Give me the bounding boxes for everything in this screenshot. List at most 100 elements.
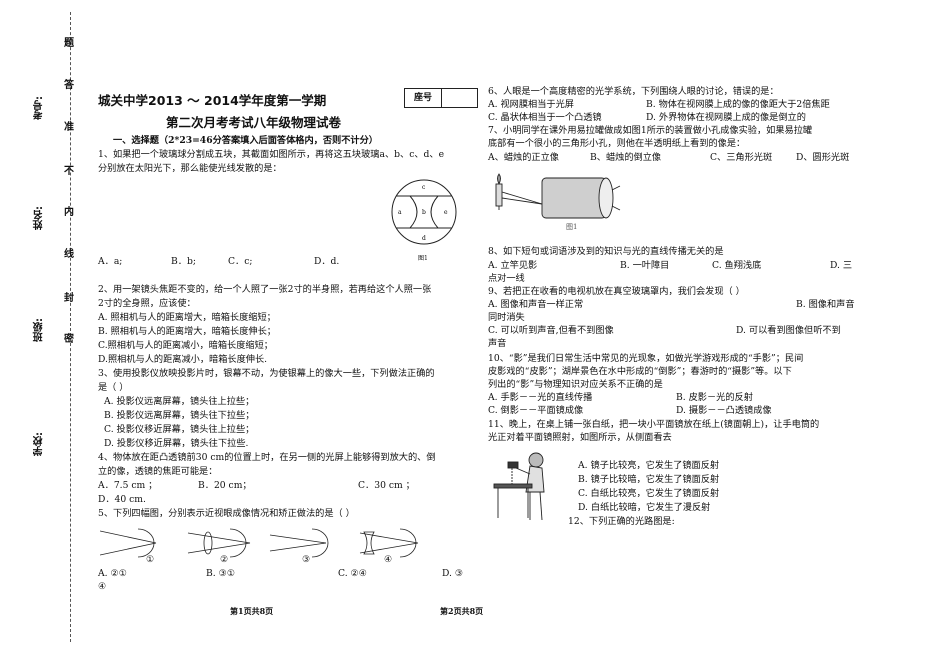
option: B. 物体在视网膜上成的像的像距大于2倍焦距 xyxy=(646,99,830,110)
question-text: 皮影戏的“皮影”；湖岸景色在水中形成的“倒影”；春游时的“摄影”等。以下 xyxy=(488,366,792,377)
option: B. 投影仪远离屏幕，镜头往下拉些； xyxy=(104,410,255,421)
option: B. 镜子比较暗，它发生了镜面反射 xyxy=(578,474,720,485)
option: C. 鱼翔浅底 xyxy=(712,260,762,271)
option: C. 投影仪移近屏幕，镜头往上拉些； xyxy=(104,424,255,435)
option: A. 镜子比较亮，它发生了镜面反射 xyxy=(578,460,720,471)
page-footer-left: 第1页共8页 xyxy=(230,606,274,616)
option: A. 照相机与人的距离增大，暗箱长度缩短； xyxy=(98,312,276,323)
question-text: 1、如果把一个玻璃球分割成五块，其截面如图所示，再将这五块玻璃a、b、c、d、e xyxy=(98,149,445,160)
seal-char: 题 xyxy=(64,38,74,49)
option: A．a; xyxy=(98,256,123,267)
seal-char: 内 xyxy=(64,207,74,218)
option: D. 摄影－－凸透镜成像 xyxy=(676,405,772,416)
seal-line xyxy=(70,12,71,642)
svg-text:e: e xyxy=(444,209,448,216)
figure-label: ① xyxy=(146,554,155,565)
option: B．b; xyxy=(171,256,196,267)
exam-number-field: 考号: xyxy=(34,96,45,120)
option: D. 外界物体在视网膜上成的像是倒立的 xyxy=(646,112,806,123)
svg-text:a: a xyxy=(398,209,402,216)
option: C、三角形光斑 xyxy=(710,152,773,163)
question-text: 2、用一架镜头焦距不变的，给一个人照了一张2寸的半身照，若再给这个人照一张 xyxy=(98,284,432,295)
option: C. 倒影－－平面镜成像 xyxy=(488,405,584,416)
seal-char: 答 xyxy=(64,80,74,91)
option: B. 皮影－光的反射 xyxy=(676,392,753,403)
option: C．30 cm ； xyxy=(358,480,415,491)
option: 声音 xyxy=(488,338,507,349)
question-text: 6、人眼是一个高度精密的光学系统，下列围绕人眼的讨论，错误的是： xyxy=(488,86,779,97)
option: A．7.5 cm ； xyxy=(98,480,158,491)
option: B．20 cm； xyxy=(198,480,252,491)
option: C. 晶状体相当于一个凸透镜 xyxy=(488,112,602,123)
option: D、圆形光斑 xyxy=(796,152,850,163)
option: C．c; xyxy=(228,256,253,267)
figure-label: ④ xyxy=(384,554,393,565)
option: C. 白纸比较亮，它发生了镜面反射 xyxy=(578,488,720,499)
option: D. 可以看到图像但听不到 xyxy=(736,325,841,336)
option: A. 投影仪远离屏幕，镜头往上拉些； xyxy=(104,396,255,407)
question-text: 分别放在太阳光下，那么能使光线发散的是： xyxy=(98,163,282,174)
question-text: 7、小明同学在课外用易拉罐做成如图1所示的装置做小孔成像实验，如果易拉罐 xyxy=(488,125,813,136)
option: B. 一叶障目 xyxy=(620,260,670,271)
option: C. ②④ xyxy=(338,568,368,579)
question-text: 2寸的全身照，应该使： xyxy=(98,298,196,309)
question-text: 5、下列四幅图，分别表示近视眼成像情况和矫正做法的是（ ） xyxy=(98,508,355,519)
question-text: 立的像，透镜的焦距可能是： xyxy=(98,466,218,477)
flashlight-mirror-figure xyxy=(493,452,545,521)
page-footer-right: 第2页共8页 xyxy=(440,606,484,616)
question-text: 底部有一个很小的三角形小孔，则他在半透明纸上看到的像是： xyxy=(488,138,746,149)
question-text: 10、“影”是我们日常生活中常见的光现象，如做光学游戏形成的“手影”；民间 xyxy=(488,353,804,364)
option: D．d. xyxy=(314,256,340,267)
option: D.照相机与人的距离减小，暗箱长度伸长. xyxy=(98,354,268,365)
question-text: 11、晚上，在桌上铺一张白纸，把一块小平面镜放在纸上(镜面朝上)，让手电筒的 xyxy=(488,419,820,430)
option: ④ xyxy=(98,581,107,592)
svg-text:b: b xyxy=(422,209,426,216)
pinhole-camera-figure xyxy=(495,173,621,219)
seal-char: 封 xyxy=(64,293,74,304)
seat-number-box: 座号 xyxy=(404,88,478,108)
section-heading: 一、选择题（2*23=46分答案填入后面答体格内，否则不计分） xyxy=(113,135,378,146)
figure-caption: 图1 xyxy=(566,223,578,231)
option: B. 图像和声音 xyxy=(796,299,855,310)
option: C.照相机与人的距离减小，暗箱长度缩短； xyxy=(98,340,273,351)
option: D. 三 xyxy=(830,260,853,271)
question-text: 列出的“影”与物理知识对应关系不正确的是 xyxy=(488,379,663,390)
glass-ball-figure: c a b e d xyxy=(391,179,457,245)
seal-char: 不 xyxy=(64,166,74,177)
option: D. 白纸比较暗，它发生了漫反射 xyxy=(578,502,711,513)
figure-label: ② xyxy=(220,554,229,565)
question-text: 3、使用投影仪放映投影片时，银幕不动，为使银幕上的像大一些，下列做法正确的 xyxy=(98,368,435,379)
eye-diagrams xyxy=(100,528,419,558)
question-text: 4、物体放在距凸透镜前30 cm的位置上时，在另一侧的光屏上能够得到放大的、倒 xyxy=(98,452,436,463)
option: D. 投影仪移近屏幕，镜头往下拉些. xyxy=(104,438,249,449)
option: A. ②① xyxy=(98,568,127,579)
option: 同时消失 xyxy=(488,312,525,323)
school-term-title: 城关中学2013 ～ 2014学年度第一学期 xyxy=(98,93,327,108)
option: B. 照相机与人的距离增大，暗箱长度伸长； xyxy=(98,326,276,337)
school-field: 学校: xyxy=(34,432,45,456)
seal-char: 准 xyxy=(64,122,74,133)
seal-char: 密 xyxy=(64,334,74,345)
option: A. 手影－－光的直线传播 xyxy=(488,392,593,403)
svg-text:d: d xyxy=(422,235,426,242)
question-text: 12、下列正确的光路图是: xyxy=(568,516,675,527)
figure-label: ③ xyxy=(302,554,311,565)
option: 点对一线 xyxy=(488,273,525,284)
question-text: 光正对着平面镜照射，如图所示，从侧面看去 xyxy=(488,432,672,443)
option: C. 可以听到声音,但看不到图像 xyxy=(488,325,614,336)
name-field: 姓名: xyxy=(34,206,45,230)
question-text: 8、如下短句或词语涉及到的知识与光的直线传播无关的是 xyxy=(488,246,724,257)
option: A. 图像和声音一样正常 xyxy=(488,299,584,310)
option: B、蜡烛的倒立像 xyxy=(590,152,662,163)
seat-label: 座号 xyxy=(405,89,442,107)
class-field: 班级: xyxy=(34,318,45,342)
figure-caption: 图1 xyxy=(418,255,428,262)
option: B. ③① xyxy=(206,568,236,579)
option: A. 视网膜相当于光屏 xyxy=(488,99,574,110)
svg-text:c: c xyxy=(422,184,426,191)
question-text: 9、若把正在收看的电视机放在真空玻璃罩内，我们会发现（ ） xyxy=(488,286,745,297)
option: A、蜡烛的正立像 xyxy=(488,152,559,163)
option: D．40 cm. xyxy=(98,494,146,505)
option: A. 立竿见影 xyxy=(488,260,538,271)
seal-char: 线 xyxy=(64,249,74,260)
